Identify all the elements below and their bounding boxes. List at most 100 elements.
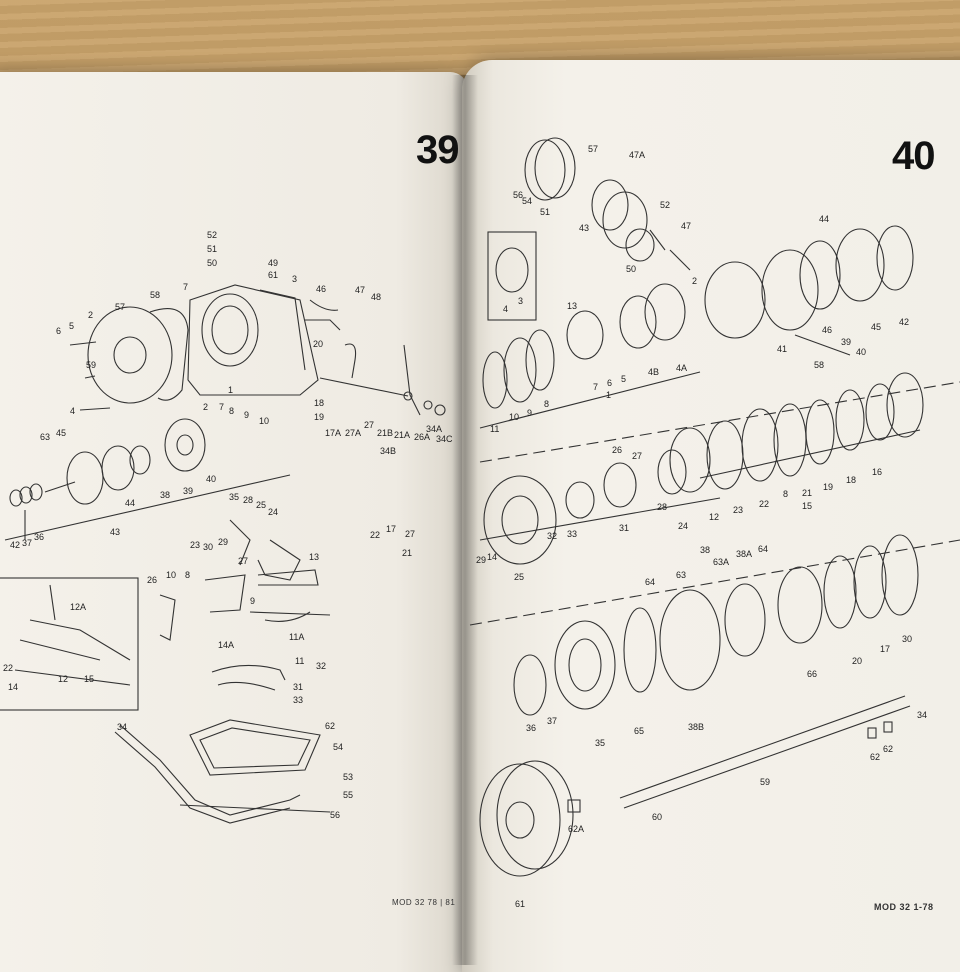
- part-number-label: 11: [295, 656, 304, 666]
- part-number-label: 20: [852, 656, 862, 666]
- part-number-label: 4A: [676, 363, 687, 373]
- part-number-label: 27A: [345, 428, 361, 438]
- part-number-label: 30: [902, 634, 912, 644]
- part-number-label: 4B: [648, 367, 659, 377]
- part-number-label: 56: [330, 810, 340, 820]
- part-number-label: 17: [386, 524, 396, 534]
- part-number-label: 18: [846, 475, 856, 485]
- part-number-label: 26: [147, 575, 157, 585]
- part-number-label: 65: [634, 726, 644, 736]
- left-page-footer: MOD 32 78 | 81: [392, 898, 456, 907]
- part-number-label: 31: [293, 682, 303, 692]
- part-number-label: 62: [325, 721, 335, 731]
- part-number-label: 21: [402, 548, 412, 558]
- part-number-label: 50: [626, 264, 636, 274]
- part-number-label: 63: [40, 432, 50, 442]
- part-number-label: 12: [58, 674, 68, 684]
- part-number-label: 62: [870, 752, 880, 762]
- part-number-label: 12: [709, 512, 719, 522]
- part-number-label: 30: [203, 542, 213, 552]
- part-number-label: 57: [115, 302, 125, 312]
- part-number-label: 43: [579, 223, 589, 233]
- left-page-number: 39: [416, 128, 459, 172]
- part-number-label: 33: [293, 695, 303, 705]
- part-number-label: 50: [207, 258, 217, 268]
- part-number-label: 45: [871, 322, 881, 332]
- part-number-label: 4: [503, 304, 508, 314]
- part-number-label: 8: [544, 399, 549, 409]
- part-number-label: 32: [547, 531, 557, 541]
- part-number-label: 22: [759, 499, 769, 509]
- part-number-label: 40: [206, 474, 216, 484]
- part-number-label: 25: [514, 572, 524, 582]
- part-number-label: 63: [676, 570, 686, 580]
- part-number-label: 38: [160, 490, 170, 500]
- part-number-label: 14: [487, 552, 497, 562]
- part-number-label: 7: [219, 402, 224, 412]
- part-number-label: 55: [343, 790, 353, 800]
- part-number-label: 9: [250, 596, 255, 606]
- part-number-label: 34C: [436, 434, 453, 444]
- part-number-label: 35: [229, 492, 239, 502]
- part-number-label: 11A: [289, 632, 304, 642]
- part-number-label: 48: [371, 292, 381, 302]
- right-page: [462, 60, 960, 972]
- part-number-label: 61: [515, 899, 525, 909]
- part-number-label: 16: [872, 467, 882, 477]
- part-number-label: 59: [760, 777, 770, 787]
- part-number-label: 10: [259, 416, 269, 426]
- part-number-label: 38A: [736, 549, 752, 559]
- part-number-label: 45: [56, 428, 66, 438]
- part-number-label: 51: [540, 207, 550, 217]
- part-number-label: 64: [758, 544, 768, 554]
- part-number-label: 17A: [325, 428, 341, 438]
- part-number-label: 11: [490, 424, 499, 434]
- part-number-label: 29: [218, 537, 228, 547]
- part-number-label: 9: [527, 408, 532, 418]
- part-number-label: 24: [268, 507, 278, 517]
- part-number-label: 66: [807, 669, 817, 679]
- part-number-label: 49: [268, 258, 278, 268]
- part-number-label: 6: [607, 378, 612, 388]
- right-page-line-art: [469, 137, 960, 877]
- part-number-label: 13: [309, 552, 319, 562]
- part-number-label: 15: [802, 501, 812, 511]
- part-number-label: 64: [645, 577, 655, 587]
- part-number-label: 37: [22, 538, 32, 548]
- part-number-label: 27: [364, 420, 374, 430]
- part-number-label: 63A: [713, 557, 729, 567]
- part-number-label: 36: [526, 723, 536, 733]
- part-number-label: 8: [783, 489, 788, 499]
- part-number-label: 38: [700, 545, 710, 555]
- part-number-label: 57: [588, 144, 598, 154]
- part-number-label: 7: [183, 282, 188, 292]
- part-number-label: 35: [595, 738, 605, 748]
- part-number-label: 2: [88, 310, 93, 320]
- book-gutter: [452, 75, 478, 965]
- right-page-footer: MOD 32 1-78: [874, 902, 934, 912]
- part-number-label: 31: [619, 523, 629, 533]
- part-number-label: 22: [3, 663, 13, 673]
- part-number-label: 44: [819, 214, 829, 224]
- part-number-label: 41: [777, 344, 787, 354]
- part-number-label: 3: [292, 274, 297, 284]
- part-number-label: 34B: [380, 446, 396, 456]
- right-page-number: 40: [892, 134, 935, 178]
- part-number-label: 18: [314, 398, 324, 408]
- part-number-label: 5: [69, 321, 74, 331]
- part-number-label: 1: [228, 385, 233, 395]
- part-number-label: 43: [110, 527, 120, 537]
- part-number-label: 56: [513, 190, 523, 200]
- part-number-label: 34A: [426, 424, 442, 434]
- part-number-label: 52: [207, 230, 217, 240]
- part-number-label: 62: [883, 744, 893, 754]
- part-number-label: 60: [652, 812, 662, 822]
- part-number-label: 26A: [414, 432, 430, 442]
- part-number-label: 23: [190, 540, 200, 550]
- part-number-label: 2: [203, 402, 208, 412]
- part-number-label: 40: [856, 347, 866, 357]
- part-number-label: 21A: [394, 430, 410, 440]
- part-number-label: 24: [678, 521, 688, 531]
